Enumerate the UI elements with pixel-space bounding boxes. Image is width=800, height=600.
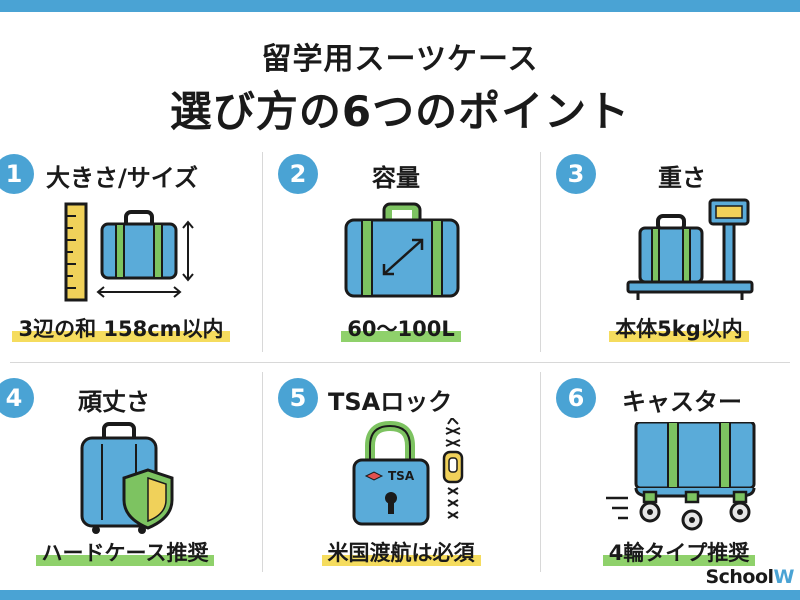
point-number-badge: 5: [278, 378, 318, 418]
bottom-accent-bar: [0, 590, 800, 600]
point-label: キャスター: [622, 388, 742, 416]
grid-divider: [10, 362, 790, 363]
brand-logo-text: School: [705, 566, 774, 588]
ruler-suitcase-icon: [64, 202, 194, 302]
point-card-size: 1 大きさ/サイズ 3辺の和 158cm以内: [0, 142, 266, 362]
grid-divider: [262, 372, 263, 572]
point-number-badge: 6: [556, 378, 596, 418]
scale-suitcase-icon: [626, 198, 754, 300]
tsa-lock-text: TSA: [388, 469, 415, 483]
point-label: 重さ: [658, 164, 706, 192]
brand-logo-suffix: W: [773, 566, 795, 588]
brand-logo: SchoolW: [705, 566, 794, 588]
point-number-badge: 3: [556, 154, 596, 194]
point-card-tsa-lock: 5 TSAロック TSA 米国渡航は必須: [268, 368, 534, 588]
point-label: 大きさ/サイズ: [46, 164, 199, 192]
point-number-badge: 2: [278, 154, 318, 194]
suitcase-capacity-icon: [344, 202, 460, 298]
hard-case-shield-icon: [80, 422, 174, 534]
page-title: 選び方の6つのポイント: [169, 87, 631, 136]
grid-divider: [540, 152, 541, 352]
top-accent-bar: [0, 0, 800, 12]
page-subtitle: 留学用スーツケース: [261, 42, 539, 77]
grid-divider: [540, 372, 541, 572]
point-number-badge: 1: [0, 154, 34, 194]
point-number-badge: 4: [0, 378, 34, 418]
point-caption: 本体5kg以内: [609, 316, 749, 342]
point-label: 頑丈さ: [78, 388, 150, 416]
tsa-lock-zipper-icon: TSA: [352, 418, 464, 526]
point-card-durability: 4 頑丈さ ハードケース推奨: [0, 368, 266, 588]
point-card-casters: 6 キャスター 4輪タイプ推奨: [546, 368, 800, 588]
caster-wheels-icon: [606, 422, 756, 531]
point-caption: 4輪タイプ推奨: [602, 540, 756, 566]
point-card-capacity: 2 容量 60〜100L: [268, 142, 534, 362]
point-caption: ハードケース推奨: [35, 540, 215, 566]
point-label: 容量: [372, 164, 420, 192]
point-card-weight: 3 重さ 本体5kg以内: [546, 142, 800, 362]
point-label: TSAロック: [328, 388, 453, 416]
point-caption: 米国渡航は必須: [321, 540, 481, 566]
grid-divider: [262, 152, 263, 352]
point-caption: 3辺の和 158cm以内: [12, 316, 230, 342]
point-caption: 60〜100L: [341, 316, 461, 342]
